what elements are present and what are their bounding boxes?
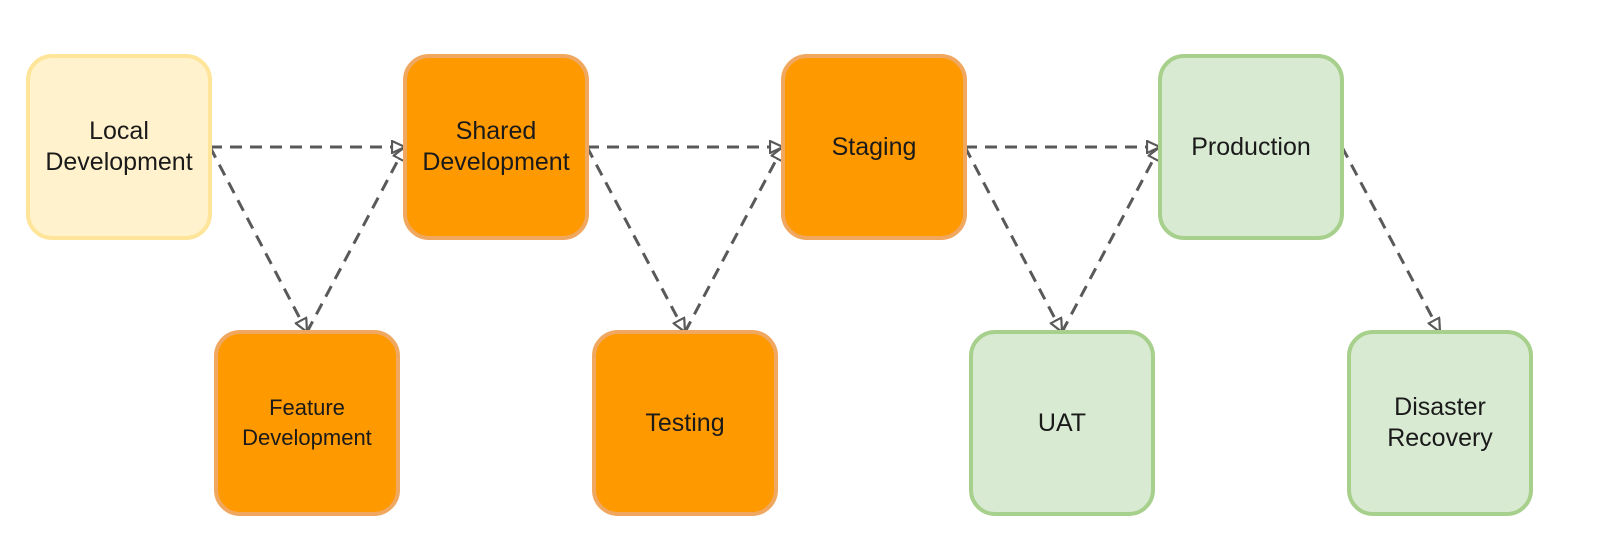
edge-local-development-to-feature-development (208, 146, 309, 332)
node-testing[interactable]: Testing (592, 330, 778, 516)
edge-production-to-disaster-recovery (1340, 146, 1442, 332)
node-label: Testing (645, 408, 725, 437)
edge-feature-development-to-shared-development (305, 147, 407, 333)
node-shared-development[interactable]: Shared Development (403, 54, 589, 240)
node-label: Feature Development (242, 395, 372, 450)
node-label: Local Development (45, 117, 193, 176)
node-label: Production (1191, 132, 1311, 161)
edge-uat-to-production (1060, 147, 1162, 333)
node-label: Disaster Recovery (1387, 393, 1493, 452)
node-label: UAT (1037, 408, 1087, 437)
node-uat[interactable]: UAT (969, 330, 1155, 516)
node-disaster-recovery[interactable]: Disaster Recovery (1347, 330, 1533, 516)
node-label: Shared Development (422, 117, 570, 176)
edge-staging-to-uat (963, 146, 1064, 332)
node-feature-development[interactable]: Feature Development (214, 330, 400, 516)
node-local-development[interactable]: Local Development (26, 54, 212, 240)
node-staging[interactable]: Staging (781, 54, 967, 240)
edge-shared-development-to-testing (585, 146, 687, 332)
node-label: Staging (831, 132, 917, 161)
node-production[interactable]: Production (1158, 54, 1344, 240)
edge-testing-to-staging (683, 147, 785, 333)
